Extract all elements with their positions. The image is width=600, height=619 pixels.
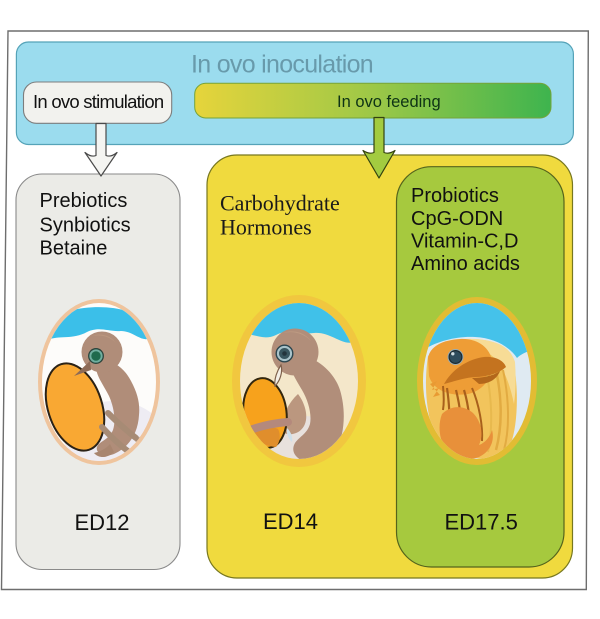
svg-text:In ovo inoculation: In ovo inoculation: [191, 51, 373, 79]
svg-text:Betaine: Betaine: [40, 238, 108, 260]
svg-text:In ovo stimulation: In ovo stimulation: [33, 91, 164, 112]
svg-text:Carbohydrate: Carbohydrate: [220, 190, 340, 215]
svg-text:ED12: ED12: [75, 510, 130, 535]
svg-text:CpG-ODN: CpG-ODN: [411, 208, 503, 230]
svg-text:Probiotics: Probiotics: [411, 185, 499, 207]
svg-text:ED17.5: ED17.5: [445, 510, 518, 535]
svg-text:ED14: ED14: [263, 509, 318, 534]
svg-text:Amino acids: Amino acids: [411, 253, 520, 275]
svg-text:In ovo feeding: In ovo feeding: [337, 93, 441, 111]
svg-text:Hormones: Hormones: [220, 214, 312, 239]
svg-text:Vitamin-C,D: Vitamin-C,D: [411, 230, 518, 252]
svg-text:Synbiotics: Synbiotics: [40, 214, 131, 236]
svg-text:Prebiotics: Prebiotics: [40, 190, 128, 212]
